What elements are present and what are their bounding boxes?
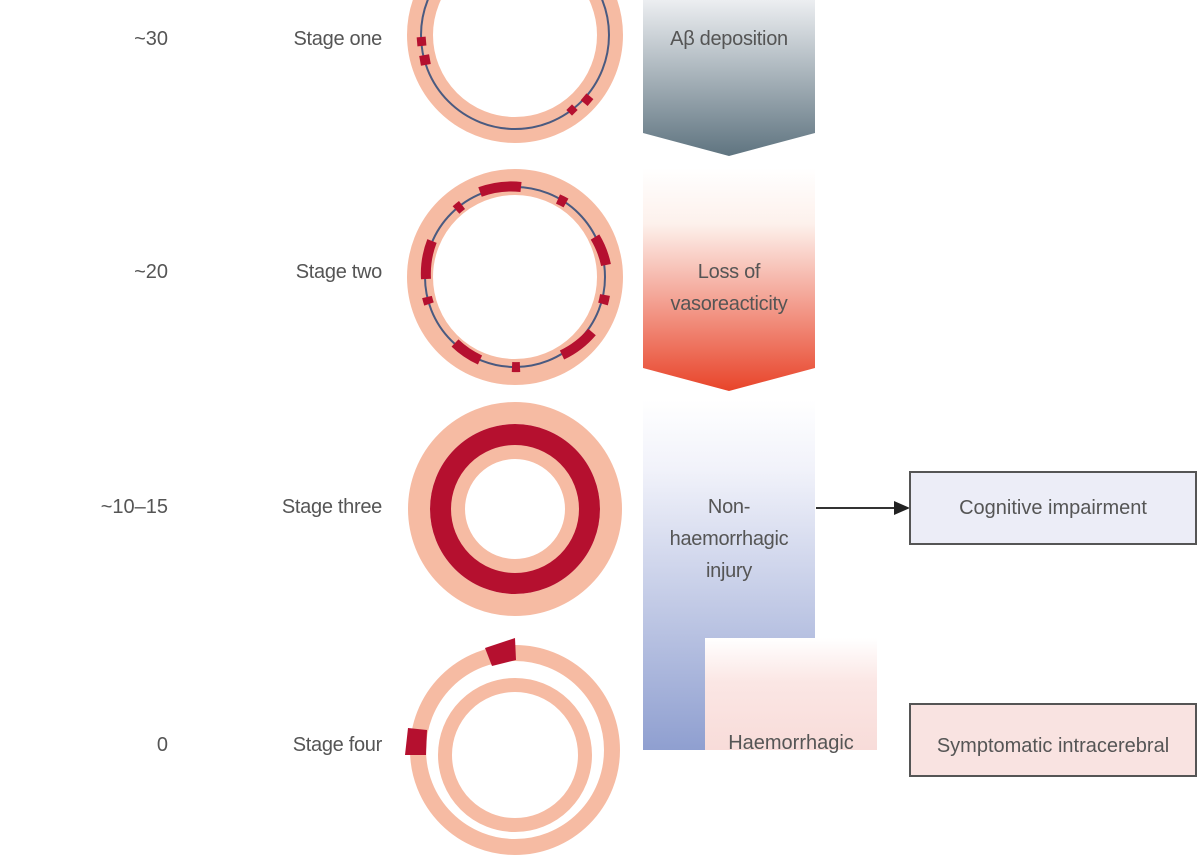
years-stage-two: ~20 bbox=[134, 261, 168, 283]
vessel-wall-inner bbox=[451, 445, 579, 573]
process-label: Haemorrhagic bbox=[728, 732, 854, 754]
vessel-stage-two-icon bbox=[407, 169, 623, 385]
outcome-cognitive-impairment: Cognitive impairment bbox=[909, 471, 1197, 545]
stage-three-label: Stage three bbox=[281, 496, 382, 518]
stage-four-label: Stage four bbox=[292, 734, 383, 756]
outcome-symptomatic-intracerebral: Symptomatic intracerebral bbox=[909, 703, 1197, 777]
process-label-line-2: vasoreacticity bbox=[670, 293, 788, 315]
vessel-wall bbox=[407, 0, 623, 143]
process-label-line-2: haemorrhagic bbox=[669, 528, 789, 550]
process-aβ-deposition: Aβ deposition bbox=[643, 0, 815, 160]
process-loss-of-vasoreacticity: Loss of vasoreacticity bbox=[643, 168, 815, 393]
process-label-line-3: injury bbox=[706, 560, 752, 582]
vessel-membrane bbox=[420, 0, 610, 130]
process-haemorrhagic: Haemorrhagic bbox=[705, 638, 877, 754]
process-label-line-1: Loss of bbox=[697, 261, 761, 283]
amyloid-deposits bbox=[416, 36, 594, 116]
years-stage-four: 0 bbox=[156, 734, 168, 756]
process-label: Aβ deposition bbox=[670, 28, 788, 50]
vessel-stage-one-icon bbox=[407, 0, 623, 143]
outcome-label: Symptomatic intracerebral bbox=[936, 735, 1170, 757]
vessel-wall-inner bbox=[438, 678, 592, 832]
years-stage-three: ~10–15 bbox=[100, 496, 168, 518]
vessel-wall-outer bbox=[408, 402, 622, 616]
vessel-stage-four-icon bbox=[405, 638, 620, 855]
stage-one-label: Stage one bbox=[293, 28, 383, 50]
amyloid-deposits bbox=[420, 181, 611, 373]
process-label-line-1: Non- bbox=[707, 496, 751, 518]
arrow-right-icon bbox=[816, 501, 910, 515]
stage-two-label: Stage two bbox=[295, 261, 383, 283]
years-stage-one: ~30 bbox=[134, 28, 168, 50]
amyloid-fragments bbox=[405, 638, 516, 755]
amyloid-ring bbox=[430, 424, 600, 594]
outcome-label: Cognitive impairment bbox=[959, 496, 1147, 519]
vessel-stage-three-icon bbox=[408, 402, 622, 616]
